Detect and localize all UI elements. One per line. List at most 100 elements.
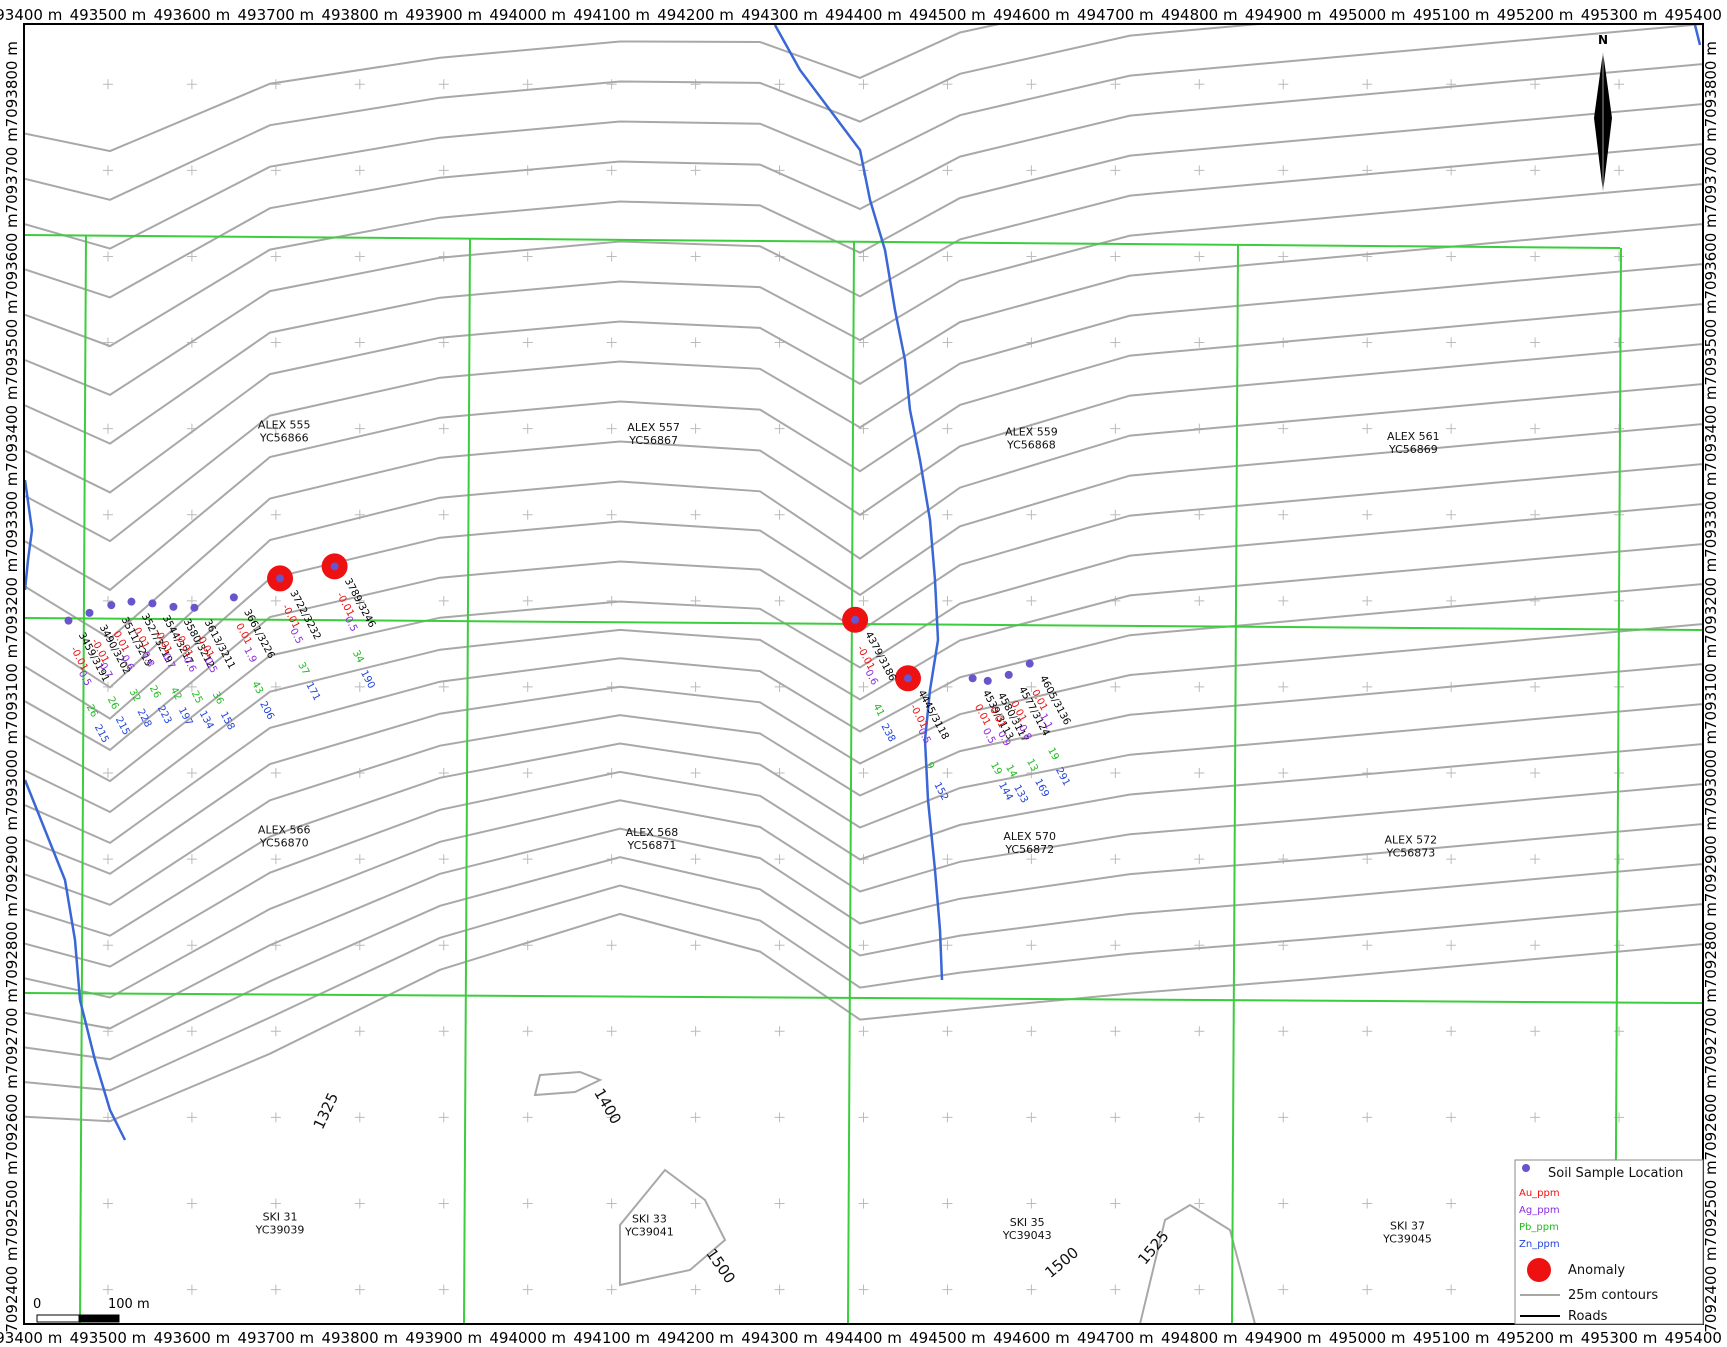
y-tick-label-right: 7092400 m [1702,1246,1720,1332]
grid-cross [270,595,281,606]
grid-cross [1614,251,1625,262]
grid-cross [1446,1284,1457,1295]
grid-cross [186,854,197,865]
grid-cross [1278,165,1289,176]
grid-cross [690,251,701,262]
grid-cross [1194,595,1205,606]
grid-cross [1110,251,1121,262]
claim-boundary-line [847,241,855,1323]
grid-cross [1530,1026,1541,1037]
claim-name-label: ALEX 559 [1005,426,1058,439]
grid-cross [690,1198,701,1209]
grid-cross [858,768,869,779]
grid-cross [942,854,953,865]
grid-cross [1530,595,1541,606]
north-label: N [1598,33,1608,47]
grid-cross [186,251,197,262]
grid-cross [774,79,785,90]
grid-cross [774,1198,785,1209]
y-tick-label-left: 7092900 m [3,816,21,902]
sample-pb-label: 26 [147,684,163,700]
grid-cross [1446,1112,1457,1123]
grid-cross [606,509,617,520]
grid-cross [438,337,449,348]
claim-code-label: YC56870 [259,836,309,849]
stream-line [773,25,944,981]
grid-cross [270,337,281,348]
contour-line [25,25,1259,201]
grid-cross [186,595,197,606]
x-tick-label-bottom: 494200 m [657,1329,734,1347]
grid-cross [1362,79,1373,90]
x-tick-label-bottom: 494500 m [909,1329,986,1347]
grid-cross [942,595,953,606]
grid-cross [186,165,197,176]
grid-cross [774,423,785,434]
x-tick-label-bottom: 495100 m [1413,1329,1490,1347]
grid-cross [1110,79,1121,90]
x-tick-label-bottom: 495000 m [1329,1329,1406,1347]
sample-pb-label: 26 [105,695,121,711]
claim-name-label: SKI 35 [1010,1216,1045,1229]
legend-au-label: Au_ppm [1519,1188,1560,1199]
grid-cross [774,940,785,951]
grid-cross [858,681,869,692]
grid-cross [942,337,953,348]
claim-name-label: ALEX 566 [258,823,311,836]
north-arrow: N [1594,33,1612,192]
soil-sample-point [1004,670,1013,679]
anomaly-legend-icon [1527,1258,1551,1282]
sample-pb-label: 13 [1024,757,1040,773]
soil-sample-point [1025,659,1034,668]
grid-cross [522,595,533,606]
soil-sample-point [968,674,977,683]
grid-cross [102,1198,113,1209]
contour-loop [1139,1203,1256,1323]
contour-line [25,823,1702,1030]
legend-ag-label: Ag_ppm [1519,1205,1560,1216]
grid-cross [270,1198,281,1209]
grid-cross [606,940,617,951]
grid-cross [1362,854,1373,865]
x-tick-label-bottom: 494400 m [825,1329,902,1347]
grid-cross [270,165,281,176]
grid-cross [1278,79,1289,90]
soil-samples [64,562,1034,685]
grid-cross [858,337,869,348]
grid-cross [354,1284,365,1295]
grid-cross [1278,509,1289,520]
grid-cross [186,681,197,692]
grid-cross [1446,940,1457,951]
grid-cross [102,165,113,176]
claim-code-label: YC56871 [627,839,677,852]
sample-pb-label: 36 [210,690,226,706]
y-tick-label-right: 7093700 m [1702,127,1720,213]
claim-code-label: YC39045 [1382,1232,1432,1245]
grid-cross [354,595,365,606]
x-tick-label-top: 495100 m [1413,6,1490,24]
grid-cross [1362,423,1373,434]
legend-pb-label: Pb_ppm [1519,1222,1559,1233]
y-tick-label-left: 7093700 m [3,127,21,213]
grid-cross [942,423,953,434]
y-tick-label-left: 7092700 m [3,988,21,1074]
x-tick-label-top: 495400 m [1665,6,1727,24]
y-tick-label-right: 7092900 m [1702,816,1720,902]
grid-cross [354,251,365,262]
soil-sample-point [148,599,157,608]
contour-line [25,223,1702,494]
grid-cross [942,768,953,779]
grid-cross [774,509,785,520]
grid-cross [1278,1026,1289,1037]
soil-sample-point [127,597,136,606]
grid-cross [438,854,449,865]
x-tick-label-bottom: 493700 m [238,1329,315,1347]
grid-cross [354,1026,365,1037]
soil-sample-point [330,562,339,571]
claim-name-label: SKI 37 [1390,1219,1425,1232]
contour-line [25,463,1702,752]
contour-lines [25,25,1702,1323]
contour-line [25,343,1702,640]
